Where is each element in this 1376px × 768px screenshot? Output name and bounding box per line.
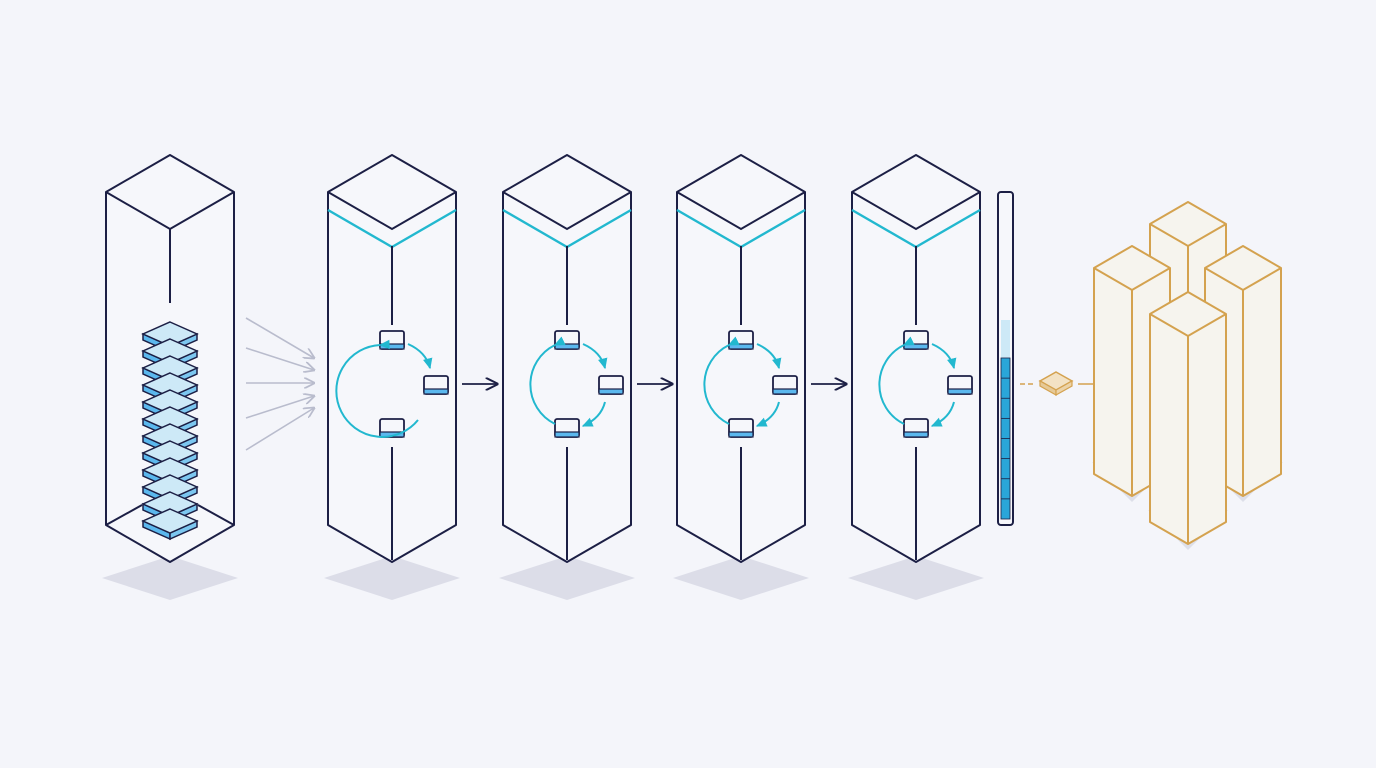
token-icon xyxy=(728,418,754,438)
token-base xyxy=(554,343,580,350)
stack-layer xyxy=(141,406,199,439)
token-icon xyxy=(903,418,929,438)
fan-in-arrow xyxy=(245,396,314,419)
token-base xyxy=(728,343,754,350)
token-icon xyxy=(379,418,405,438)
cycle-arc-left xyxy=(529,336,566,425)
stack-layer xyxy=(141,508,199,541)
token-base xyxy=(947,388,973,395)
token-icon xyxy=(554,330,580,350)
token-icon xyxy=(772,375,798,395)
fan-in-arrow xyxy=(245,317,314,358)
token-base xyxy=(728,431,754,438)
stage-column-shadow xyxy=(848,556,984,600)
token-base xyxy=(379,431,405,438)
cycle-arc-top xyxy=(931,343,957,370)
stage-column-top-edge xyxy=(676,191,806,231)
cycle-arc-bottom xyxy=(755,401,780,427)
fan-in-arrow-icon xyxy=(245,317,314,451)
input-floor-left xyxy=(105,504,143,526)
token-base xyxy=(554,431,580,438)
cycle-arc-top xyxy=(407,343,433,370)
output-chip-icon xyxy=(1038,371,1074,397)
stack-layer xyxy=(141,372,199,405)
token-icon xyxy=(554,418,580,438)
cycle-arc-bottom xyxy=(930,401,955,427)
input-column-shadow xyxy=(102,556,238,600)
cycle-arc-left xyxy=(703,336,740,425)
token-base xyxy=(423,388,449,395)
fan-in-arrow xyxy=(245,408,314,451)
cycle-arc-main xyxy=(335,339,419,438)
stage-column-shadow xyxy=(324,556,460,600)
stack-layer-top-face xyxy=(141,508,199,534)
cycle-arc-left xyxy=(878,336,915,425)
stage-column xyxy=(851,154,981,563)
token-base xyxy=(903,431,929,438)
stage-column-top-edge xyxy=(327,191,457,231)
layer-stack xyxy=(141,321,199,541)
stage-column xyxy=(502,154,632,563)
token-icon xyxy=(598,375,624,395)
stage-column-top-edge xyxy=(502,191,632,231)
token-base xyxy=(772,388,798,395)
stage-column xyxy=(676,154,806,563)
circular-arrows-icon xyxy=(703,330,798,438)
stage-column xyxy=(327,154,457,563)
token-base xyxy=(903,343,929,350)
cycle-arc-top xyxy=(582,343,608,370)
token-base xyxy=(379,343,405,350)
main-layer xyxy=(105,154,1282,563)
token-icon xyxy=(423,375,449,395)
stage-column-shadow xyxy=(499,556,635,600)
output-chip-right xyxy=(1055,379,1073,397)
output-pillar-front xyxy=(1149,291,1227,545)
token-icon xyxy=(903,330,929,350)
token-base xyxy=(598,388,624,395)
buffer-bar xyxy=(997,191,1014,526)
circular-arrows-icon xyxy=(878,330,973,438)
token-icon xyxy=(379,330,405,350)
buffer-light-segment xyxy=(1001,320,1010,358)
stage-column-shadow xyxy=(673,556,809,600)
input-column xyxy=(105,154,235,563)
input-floor-right xyxy=(197,504,235,526)
cycle-arc-bottom xyxy=(581,401,606,427)
fan-in-arrow xyxy=(245,347,314,370)
token-icon xyxy=(947,375,973,395)
stack-layer xyxy=(141,355,199,388)
cycle-arc-top xyxy=(756,343,782,370)
token-icon xyxy=(728,330,754,350)
circular-arrows-icon xyxy=(335,330,449,438)
circular-arrows-icon xyxy=(529,330,624,438)
stage-column-top-edge xyxy=(851,191,981,231)
